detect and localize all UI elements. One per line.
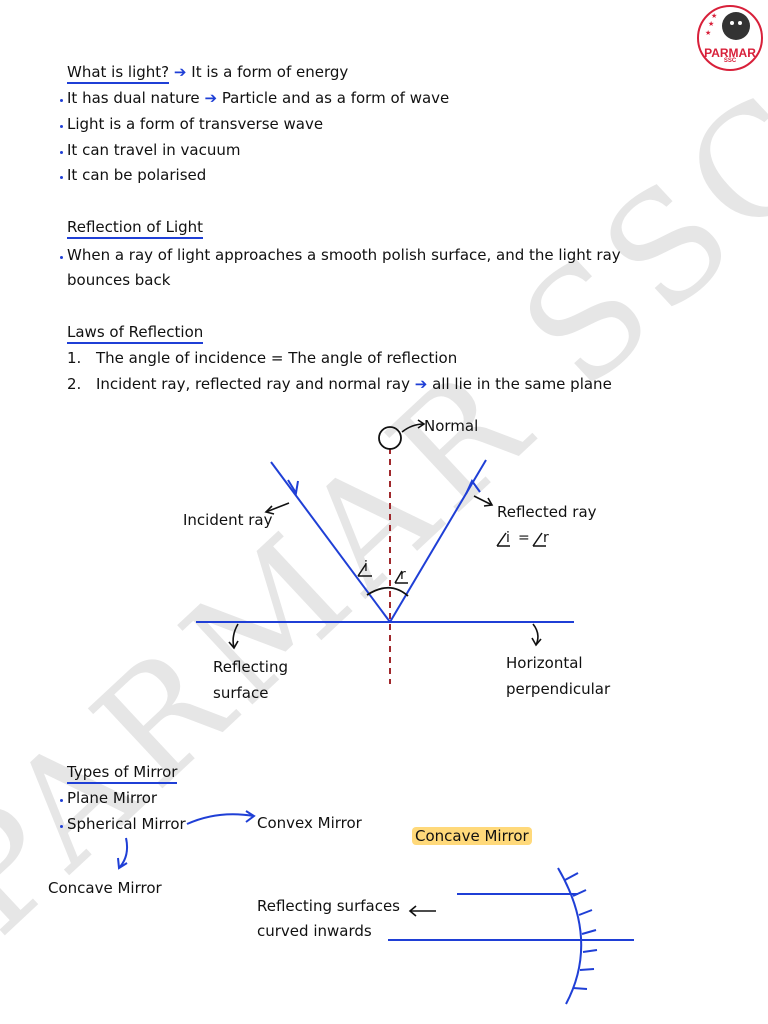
incident-label-pointer-head bbox=[264, 505, 275, 515]
mirror-hatch bbox=[581, 929, 597, 935]
incident-ray-label: Incident ray bbox=[183, 511, 273, 529]
bullet-icon bbox=[60, 825, 63, 828]
reflecting-surface-label-1: Reflecting bbox=[213, 658, 288, 676]
convex-mirror-label: Convex Mirror bbox=[257, 814, 362, 832]
equality-sign: = bbox=[518, 530, 530, 546]
eq-angle-r-symbol bbox=[532, 532, 546, 547]
normal-label: Normal bbox=[424, 417, 479, 435]
mirror-hatch bbox=[579, 968, 595, 971]
law-1-number: 1. bbox=[67, 349, 82, 367]
incident-direction-arrow bbox=[287, 479, 299, 496]
law-1-text: The angle of incidence = The angle of re… bbox=[96, 349, 458, 367]
bullet-after: Particle and as a form of wave bbox=[221, 89, 450, 107]
normal-pointer-head bbox=[417, 419, 426, 429]
horizontal-pointer-head bbox=[531, 637, 542, 647]
angle-i-symbol bbox=[357, 563, 372, 577]
reflection-line-2: bounces back bbox=[67, 271, 171, 289]
arrow-right-icon: ➔ bbox=[173, 63, 187, 81]
law-2-line: Incident ray, reflected ray and normal r… bbox=[96, 374, 612, 394]
brand-logo: ★ ★ ★ PARMAR SSC bbox=[696, 4, 764, 72]
reflecting-surface-label-2: surface bbox=[213, 684, 269, 702]
concave-mirror-title: Concave Mirror bbox=[412, 826, 532, 846]
plane-mirror-label: Plane Mirror bbox=[67, 789, 158, 807]
mirrors-heading: Types of Mirror bbox=[67, 762, 178, 784]
law-2-text: Incident ray, reflected ray and normal r… bbox=[96, 375, 410, 393]
mirror-hatch bbox=[582, 949, 598, 953]
reflected-ray-label: Reflected ray bbox=[497, 503, 597, 521]
concave-mirror-label: Concave Mirror bbox=[48, 879, 162, 897]
reflection-heading-text: Reflection of Light bbox=[67, 218, 204, 239]
reflection-heading: Reflection of Light bbox=[67, 217, 204, 239]
intro-line: What is light? ➔ It is a form of energy bbox=[67, 62, 349, 84]
incident-label-pointer bbox=[265, 502, 290, 513]
arrow-right-icon: ➔ bbox=[414, 375, 428, 393]
logo-sub: SSC bbox=[723, 58, 737, 64]
svg-text:★: ★ bbox=[711, 12, 717, 20]
logo-name: PARMAR bbox=[704, 46, 756, 60]
bullet-icon bbox=[60, 176, 63, 179]
intro-bullet-4: It can be polarised bbox=[67, 166, 207, 184]
svg-text:★: ★ bbox=[708, 20, 714, 28]
equality-left: i bbox=[506, 530, 510, 546]
laws-heading-text: Laws of Reflection bbox=[67, 323, 204, 344]
intro-answer: It is a form of energy bbox=[191, 63, 349, 81]
laws-heading: Laws of Reflection bbox=[67, 322, 204, 344]
mirrors-heading-text: Types of Mirror bbox=[67, 763, 178, 784]
angle-i-label: i bbox=[364, 559, 368, 575]
angle-arc bbox=[366, 586, 409, 597]
concave-branch-arrow-head bbox=[117, 857, 128, 870]
bullet-icon bbox=[60, 256, 63, 259]
eq-angle-i-symbol bbox=[496, 532, 510, 547]
law-2-number: 2. bbox=[67, 375, 82, 393]
bullet-icon bbox=[60, 799, 63, 802]
spherical-mirror-label: Spherical Mirror bbox=[67, 815, 186, 833]
convex-branch-arrow bbox=[186, 813, 255, 825]
mirror-hatch bbox=[572, 987, 588, 990]
bullet-icon bbox=[60, 99, 63, 102]
intro-bullet-3: It can travel in vacuum bbox=[67, 141, 241, 159]
normal-circle bbox=[378, 426, 402, 450]
reflected-direction-arrow bbox=[465, 479, 481, 495]
caption-line-1: Reflecting surfaces bbox=[257, 897, 400, 915]
bullet-icon bbox=[60, 125, 63, 128]
equality-right: r bbox=[543, 530, 549, 546]
normal-pointer-arrow bbox=[401, 423, 425, 433]
intro-bullet-1: It has dual nature ➔ Particle and as a f… bbox=[67, 88, 449, 108]
horizontal-label-1: Horizontal bbox=[506, 654, 583, 672]
convex-branch-arrow-head bbox=[245, 810, 256, 823]
angle-r-label: r bbox=[400, 567, 406, 583]
intro-question: What is light? bbox=[67, 63, 170, 84]
mirror-hatch bbox=[572, 889, 587, 897]
reflected-label-pointer bbox=[473, 495, 493, 506]
mirror-hatch bbox=[578, 909, 593, 916]
bullet-icon bbox=[60, 151, 63, 154]
caption-line-2: curved inwards bbox=[257, 922, 372, 940]
mirror-hatch bbox=[564, 872, 579, 881]
bullet-text: It has dual nature bbox=[67, 89, 200, 107]
reflection-line-1: When a ray of light approaches a smooth … bbox=[67, 246, 621, 264]
svg-text:★: ★ bbox=[705, 29, 711, 37]
reflected-label-pointer-head bbox=[483, 497, 494, 507]
law-2-after: all lie in the same plane bbox=[432, 375, 612, 393]
intro-bullet-2: Light is a form of transverse wave bbox=[67, 115, 324, 133]
angle-r-symbol bbox=[394, 570, 408, 584]
logo-badge: ★ ★ ★ bbox=[697, 5, 763, 71]
caption-pointer-head bbox=[408, 905, 417, 917]
concave-mirror-arc bbox=[557, 867, 583, 1005]
surface-pointer bbox=[232, 623, 239, 649]
incident-ray-line bbox=[270, 461, 391, 623]
concave-mirror-title-text: Concave Mirror bbox=[412, 827, 532, 845]
arrow-right-icon: ➔ bbox=[204, 89, 218, 107]
surface-pointer-head bbox=[228, 640, 239, 650]
horizontal-label-2: perpendicular bbox=[506, 680, 611, 698]
